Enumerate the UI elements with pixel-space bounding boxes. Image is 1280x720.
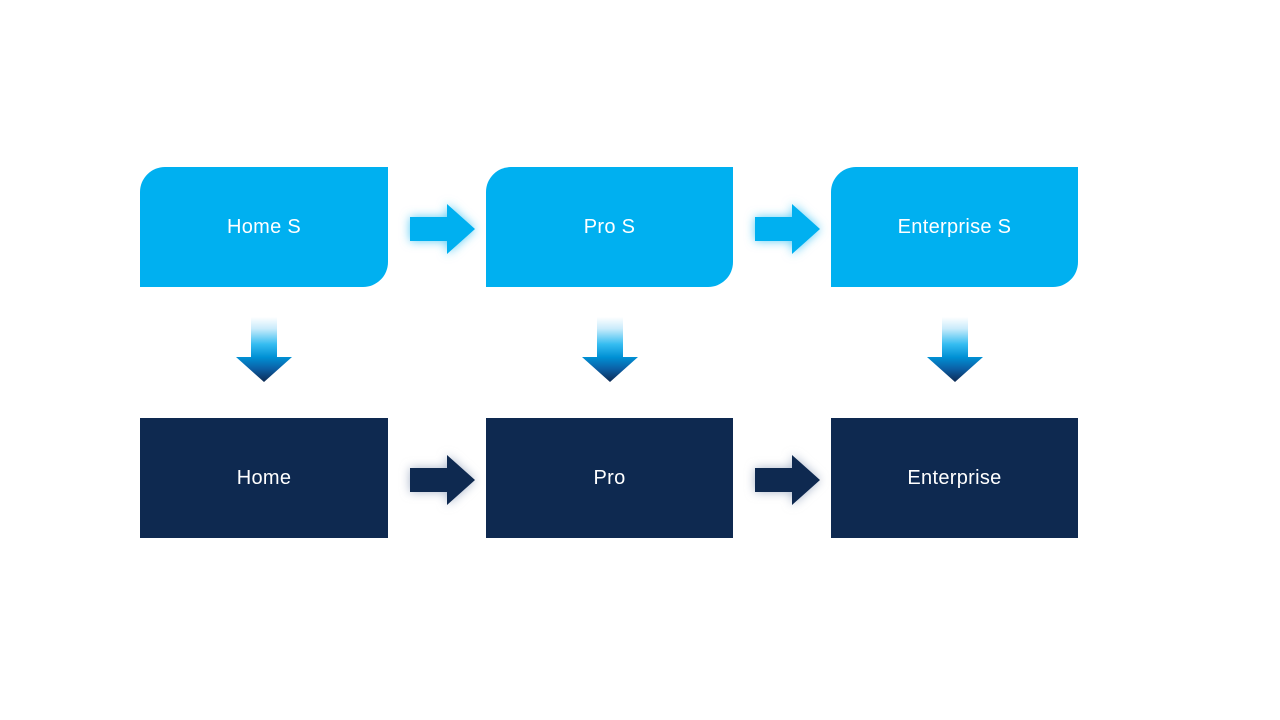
right-arrow-icon (755, 455, 820, 505)
top-box-enterprise-s-label: Enterprise S (897, 215, 1012, 238)
top-box-pro-s-label: Pro S (583, 215, 636, 238)
top-box-home-s-label: Home S (226, 215, 302, 238)
down-arrow-icon (927, 317, 983, 382)
bottom-box-pro: Pro (486, 418, 733, 538)
bottom-box-pro-label: Pro (593, 466, 626, 489)
bottom-box-home: Home (140, 418, 388, 538)
down-arrow-icon (236, 317, 292, 382)
top-box-home-s: Home S (140, 167, 388, 287)
top-box-pro-s: Pro S (486, 167, 733, 287)
top-box-enterprise-s: Enterprise S (831, 167, 1078, 287)
right-arrow-icon (755, 204, 820, 254)
down-arrow-icon (582, 317, 638, 382)
right-arrow-icon (410, 455, 475, 505)
right-arrow-icon (410, 204, 475, 254)
bottom-box-enterprise-label: Enterprise (907, 466, 1002, 489)
bottom-box-enterprise: Enterprise (831, 418, 1078, 538)
bottom-box-home-label: Home (236, 466, 292, 489)
